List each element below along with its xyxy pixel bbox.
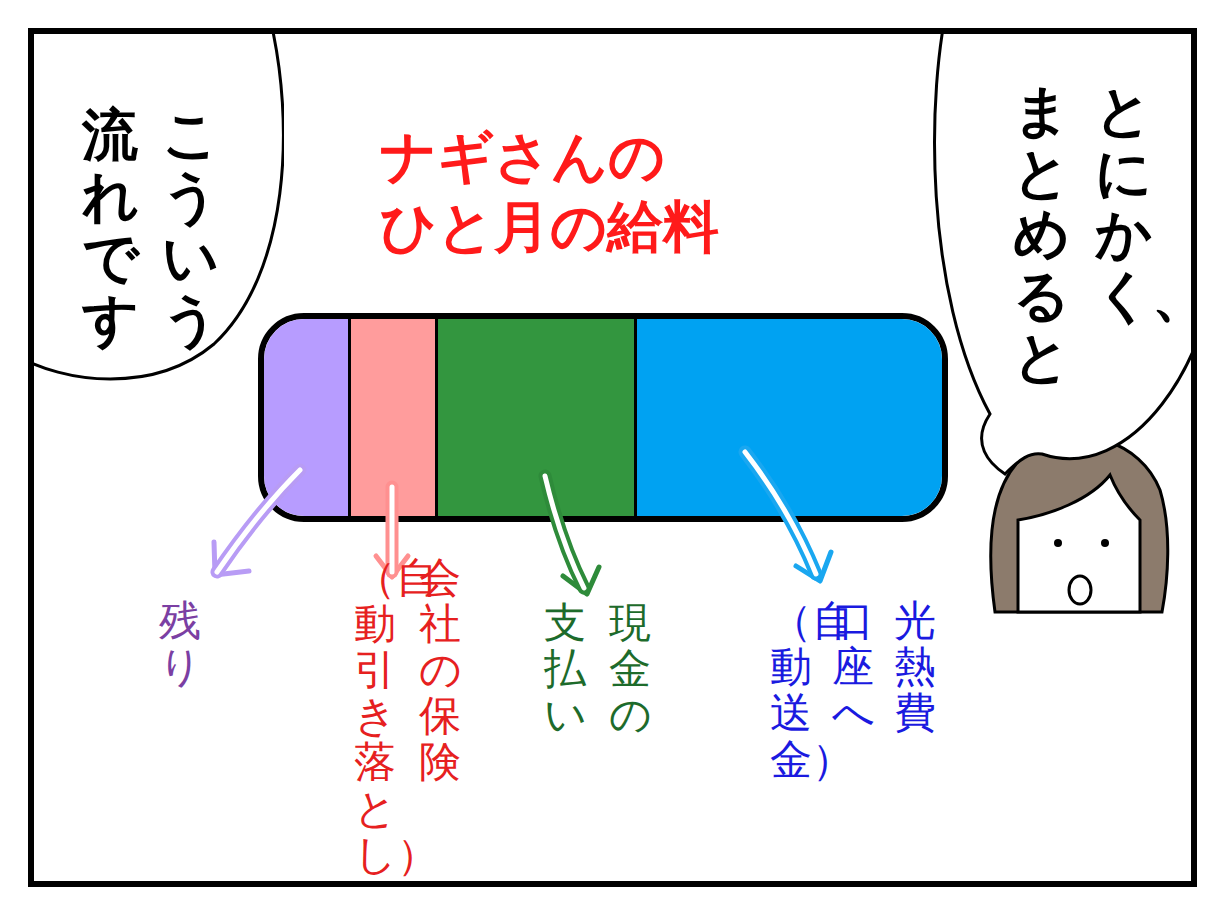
text-column: 光熱費 [894,598,936,737]
speech-bubble: こういう流れです [34,34,284,394]
segment-label: 会社の保険 （自動引き落とし） [354,555,461,878]
panel-title: ナギさんの ひと月の給料 [380,122,727,262]
text-column: 口座へ [832,598,874,737]
bubble-outline [34,34,284,394]
bubble-text: こういう流れです [82,104,218,350]
segment-label: 光熱費口座へ （自動送金） [770,598,936,783]
text-column: まとめると [1013,80,1069,388]
salary-bar [258,313,948,522]
text-column: 会社の保険 [419,555,461,786]
text-column: とにかく、 [1095,80,1151,326]
arrow-utilities [745,452,831,581]
bubble-text: とにかく、まとめると [1013,80,1151,388]
speech-bubble: とにかく、まとめると [930,34,1192,484]
text-column: （自動引き落とし） [354,555,396,878]
text-column: 現金の [609,600,651,739]
segment-label: 残り [159,598,201,690]
arrow-cash [545,476,599,594]
segment-label: 現金の支払い [544,600,651,739]
bar-segment-cash [438,319,637,516]
arrow-remainder [214,470,300,575]
text-column: （自動送金） [770,598,812,783]
bar-segment-utilities [637,319,942,516]
text-column: 流れです [82,104,138,350]
text-column: こういう [162,104,218,350]
text-column: 残り [159,598,201,690]
text-column: 支払い [544,600,586,739]
